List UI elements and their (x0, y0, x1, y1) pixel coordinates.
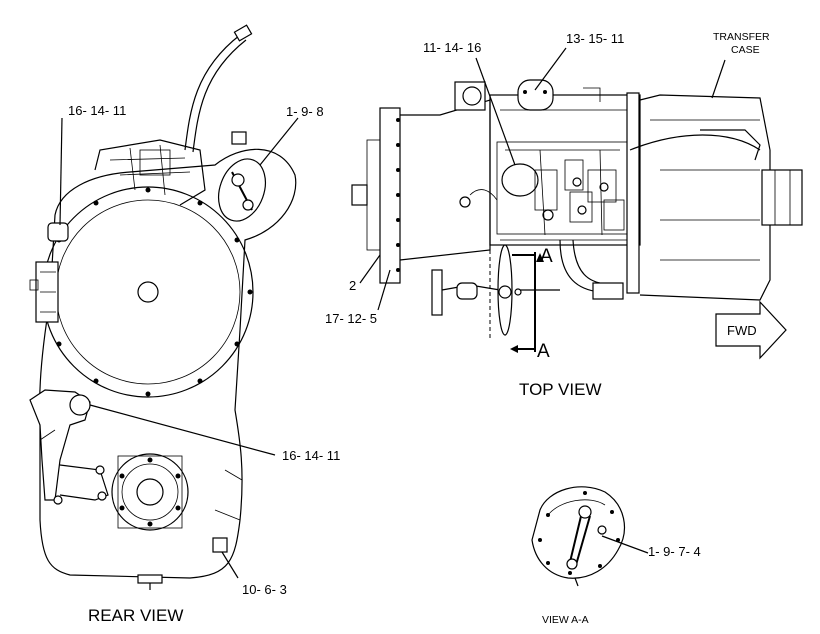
top-view-drawing (351, 79, 803, 360)
rear-view-title: REAR VIEW (88, 606, 183, 625)
fwd-arrow-label: FWD (727, 323, 757, 338)
callout-top-11-14-16: 11- 14- 16 (423, 40, 481, 55)
section-mark-upper: A (540, 246, 553, 267)
callout-top-2: 2 (349, 278, 356, 293)
callout-rear-10-6-3: 10- 6- 3 (242, 582, 287, 597)
callout-transfer-case-line1: TRANSFER (713, 31, 770, 43)
section-view-title: VIEW A-A (542, 614, 589, 626)
rear-view-drawing (29, 24, 297, 590)
callout-rear-16-14-11-top: 16- 14- 11 (68, 103, 126, 118)
section-view-drawing (531, 486, 626, 587)
callout-top-13-15-11: 13- 15- 11 (566, 31, 624, 46)
section-mark-lower: A (537, 341, 550, 362)
callout-rear-1-9-8: 1- 9- 8 (286, 104, 324, 119)
top-leader-lines (359, 47, 726, 311)
callout-top-17-12-5: 17- 12- 5 (325, 311, 377, 326)
callout-transfer-case-line2: CASE (731, 44, 760, 56)
rear-leader-lines (59, 117, 299, 579)
top-view-title: TOP VIEW (519, 380, 602, 399)
callout-section-1-9-7-4: 1- 9- 7- 4 (648, 544, 701, 559)
section-leader-line (601, 535, 649, 554)
callout-rear-16-14-11-mid: 16- 14- 11 (282, 448, 340, 463)
